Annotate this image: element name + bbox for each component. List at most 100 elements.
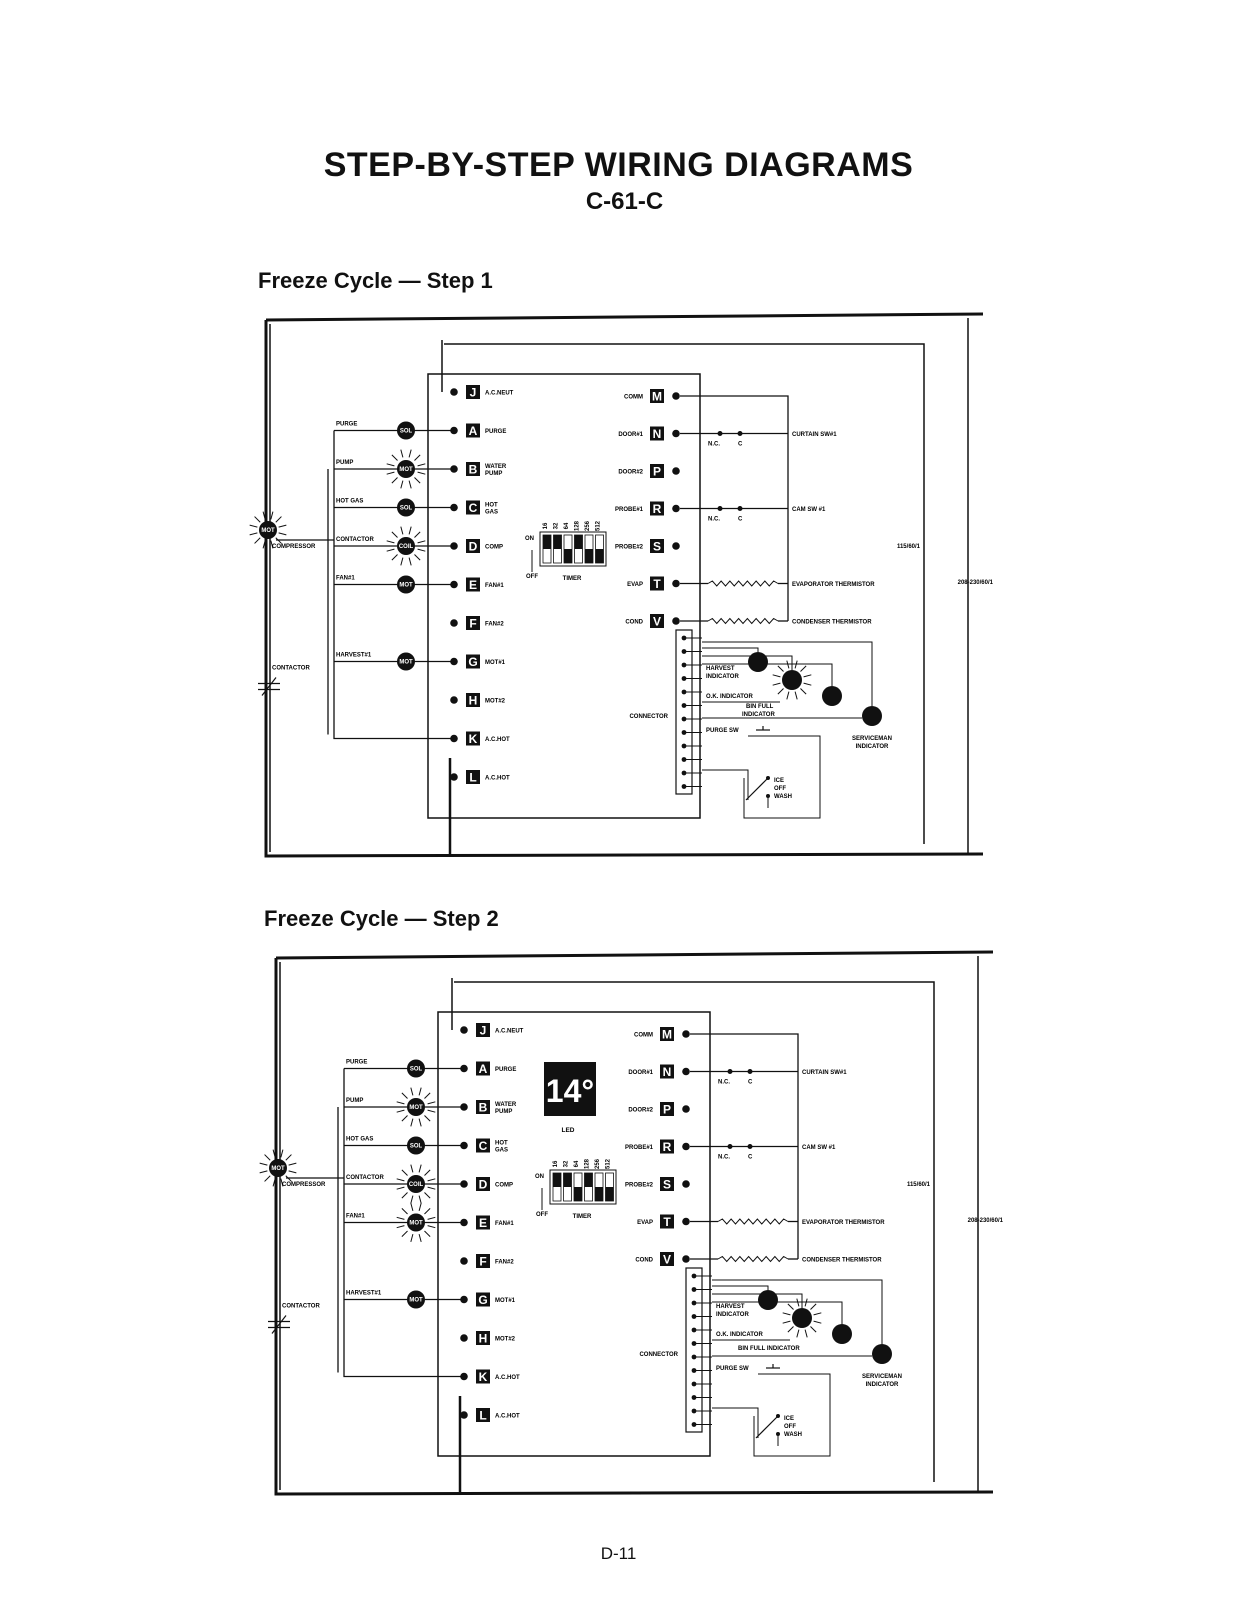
terminal-block-s: [650, 539, 664, 553]
terminal-letter: P: [663, 1103, 671, 1117]
terminal-letter: J: [480, 1024, 487, 1038]
terminal-dot: [682, 1180, 690, 1188]
ray: [418, 1203, 422, 1212]
terminal-label: DOOR#2: [618, 470, 643, 476]
compressor-label: COMPRESSOR: [272, 544, 316, 550]
serviceman-indicator-label: SERVICEMAN: [862, 1374, 902, 1380]
harvest-indicator-light: [748, 652, 768, 672]
terminal-block-l: [466, 770, 480, 784]
switch-contact: [747, 1144, 753, 1149]
terminal-block-d: [466, 539, 480, 553]
power-bus-outer: [264, 320, 984, 858]
ray: [396, 1186, 405, 1190]
dip-switch: [574, 1187, 582, 1201]
connector-pin: [681, 662, 687, 668]
timer-label: TIMER: [563, 576, 582, 582]
terminal-label: FAN#2: [495, 1260, 514, 1266]
terminal-label: COMP: [495, 1183, 513, 1189]
terminal-letter: R: [653, 502, 662, 516]
serviceman-indicator-label: SERVICEMAN: [852, 736, 892, 742]
lit-rays: [249, 511, 287, 549]
ray: [410, 1203, 414, 1212]
terminal-letter: G: [468, 655, 477, 669]
control-board: [437, 1011, 711, 1457]
terminal-letter: C: [479, 1139, 488, 1153]
connector-pin: [681, 730, 687, 735]
step-2-title: Freeze Cycle — Step 2: [264, 906, 499, 931]
load-symbol: MOT: [409, 1105, 423, 1111]
contactor-contact: [261, 677, 277, 696]
connector-pin: [691, 1408, 697, 1414]
ray: [408, 449, 412, 458]
ray: [787, 1326, 794, 1333]
bin-full-indicator-light: [832, 1324, 852, 1344]
lit-rays: [386, 449, 426, 489]
terminal-label: A.C.HOT: [495, 1414, 520, 1420]
terminal-label: PROBE#1: [615, 507, 644, 513]
switch-contact: [727, 1069, 733, 1074]
terminal-dot: [460, 1257, 468, 1265]
return-bus: [333, 430, 454, 740]
timer-value: 16: [543, 522, 549, 529]
comm-wire: [690, 1033, 799, 1259]
ray: [427, 1109, 436, 1113]
terminal-block-c: [466, 500, 480, 515]
ray: [254, 516, 261, 523]
connector-pin: [681, 784, 687, 789]
nc-label: N.C.: [708, 517, 720, 523]
lit-rays: [772, 660, 812, 700]
ray: [280, 1149, 284, 1158]
condenser-thermistor-label: CONDENSER THERMISTOR: [802, 1258, 882, 1264]
c-label: C: [738, 442, 743, 448]
evaporator-thermistor-label: EVAPORATOR THERMISTOR: [792, 582, 875, 588]
terminal-label: PROBE#1: [625, 1145, 654, 1151]
ray: [264, 1175, 271, 1182]
load-purge: [407, 1059, 425, 1078]
connector-pin: [681, 757, 687, 762]
connector-pin: [691, 1381, 697, 1387]
purge-wire: [753, 1373, 831, 1457]
load-label: PUMP: [336, 460, 353, 466]
ok-indicator-label: O.K. INDICATOR: [706, 694, 753, 700]
dip-switch: [563, 1173, 572, 1187]
connector-pin: [681, 676, 687, 681]
ray: [786, 691, 790, 700]
terminal-block-r: [660, 1139, 674, 1154]
switch-contact: [737, 506, 743, 511]
terminal-letter: A: [479, 1062, 488, 1076]
load-label: PUMP: [346, 1098, 363, 1104]
terminal-dot: [672, 392, 680, 400]
compressor-symbol: MOT: [271, 1166, 285, 1172]
timer-value: 512: [606, 1158, 612, 1169]
ray: [391, 477, 398, 484]
ray: [414, 454, 421, 461]
voltage-115-label: 115/60/1: [897, 544, 921, 550]
ray: [400, 480, 404, 489]
dip-switch: [564, 549, 572, 563]
terminal-dot: [682, 1067, 690, 1076]
terminal-dot: [672, 617, 680, 625]
terminal-label: MOT#2: [485, 699, 506, 705]
ray: [417, 548, 426, 552]
selector-wire: [702, 769, 749, 800]
selector-ice-label: ICE: [774, 778, 784, 784]
ray: [386, 471, 395, 475]
thermistor-symbol: [707, 580, 779, 587]
control-board: [427, 373, 701, 819]
return-bus: [343, 1068, 464, 1378]
switch-contact: [737, 431, 743, 436]
connector-pin: [681, 635, 687, 641]
timer-value: 128: [585, 1158, 591, 1169]
indicator-wire: [702, 655, 793, 670]
selector-switch: [755, 1415, 779, 1439]
ray: [427, 1178, 436, 1182]
serviceman-indicator-light: [872, 1344, 892, 1364]
c-label: C: [748, 1080, 753, 1086]
load-label: FAN#1: [336, 576, 355, 582]
terminal-block-j: [466, 385, 480, 399]
connector-pin: [691, 1354, 697, 1360]
terminal-letter: L: [469, 771, 476, 785]
compressor-motor: [269, 1159, 287, 1177]
ray: [270, 511, 274, 520]
